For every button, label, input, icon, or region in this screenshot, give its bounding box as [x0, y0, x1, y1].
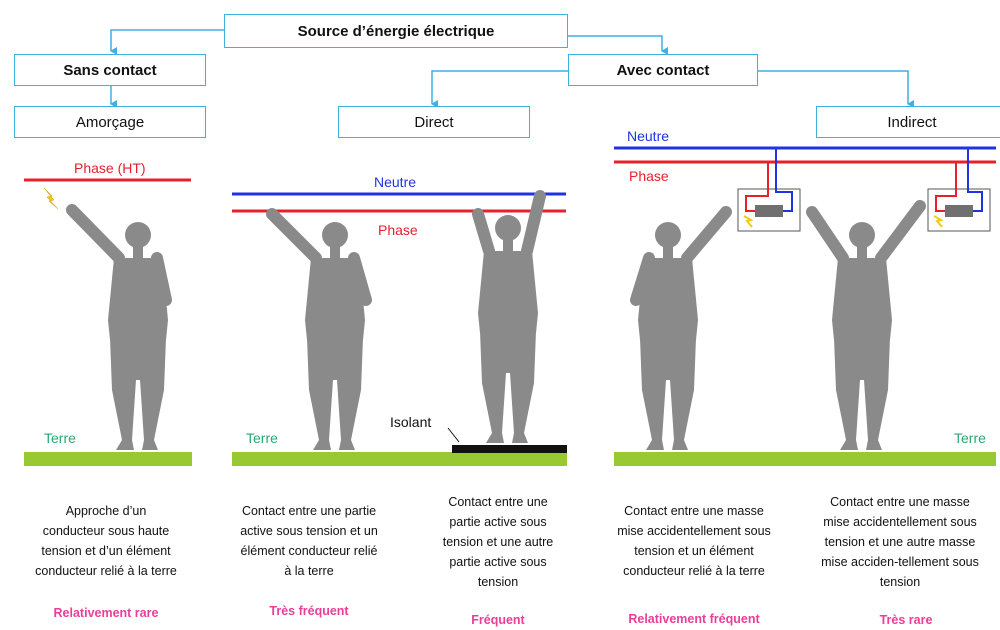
- connector-sans-contact: [110, 29, 224, 55]
- ground-strip-1: [24, 452, 192, 466]
- frequency-indirect-masses: Très rare: [879, 613, 933, 627]
- connector-indirect: [758, 70, 914, 108]
- direct-box: Direct: [338, 106, 530, 138]
- avec-contact-box: Avec contact: [568, 54, 758, 86]
- neutre-label-indirect: Neutre: [627, 128, 670, 144]
- indirect-box: Indirect: [816, 106, 1000, 138]
- phase-ht-label: Phase (HT): [74, 160, 146, 176]
- ground-strip-3: [614, 452, 996, 466]
- isolant-pointer: [447, 427, 460, 443]
- frequency-amorcage: Relativement rare: [53, 606, 159, 620]
- arc-spark-icon: [43, 187, 59, 210]
- neutre-label-direct: Neutre: [374, 174, 417, 190]
- person-2: [266, 208, 372, 450]
- person-1: [66, 204, 172, 450]
- person-5: [806, 200, 926, 450]
- isolant-label: Isolant: [390, 414, 432, 430]
- isolant-mat: [452, 445, 567, 453]
- terre-label-3: Terre: [954, 430, 986, 446]
- terre-label-1: Terre: [44, 430, 76, 446]
- root-box: Source d’énergie électrique: [224, 14, 568, 48]
- sans-contact-box: Sans contact: [14, 54, 206, 86]
- connectors: [110, 29, 914, 108]
- connector-avec-contact: [568, 35, 668, 55]
- amorcage-box: Amorçage: [14, 106, 206, 138]
- terre-label-2: Terre: [246, 430, 278, 446]
- frequency-direct-terre: Très fréquent: [269, 604, 349, 618]
- frequency-direct-actives: Fréquent: [471, 613, 525, 627]
- person-4: [630, 206, 732, 450]
- ground-strip-2: [232, 452, 567, 466]
- appliance-box-right: [927, 148, 991, 232]
- person-3: [472, 190, 546, 443]
- connector-direct: [431, 70, 568, 108]
- frequency-indirect-terre: Relativement fréquent: [628, 612, 760, 626]
- phase-label-indirect: Phase: [629, 168, 669, 184]
- appliance-box-left: [737, 148, 801, 232]
- phase-label-direct: Phase: [378, 222, 418, 238]
